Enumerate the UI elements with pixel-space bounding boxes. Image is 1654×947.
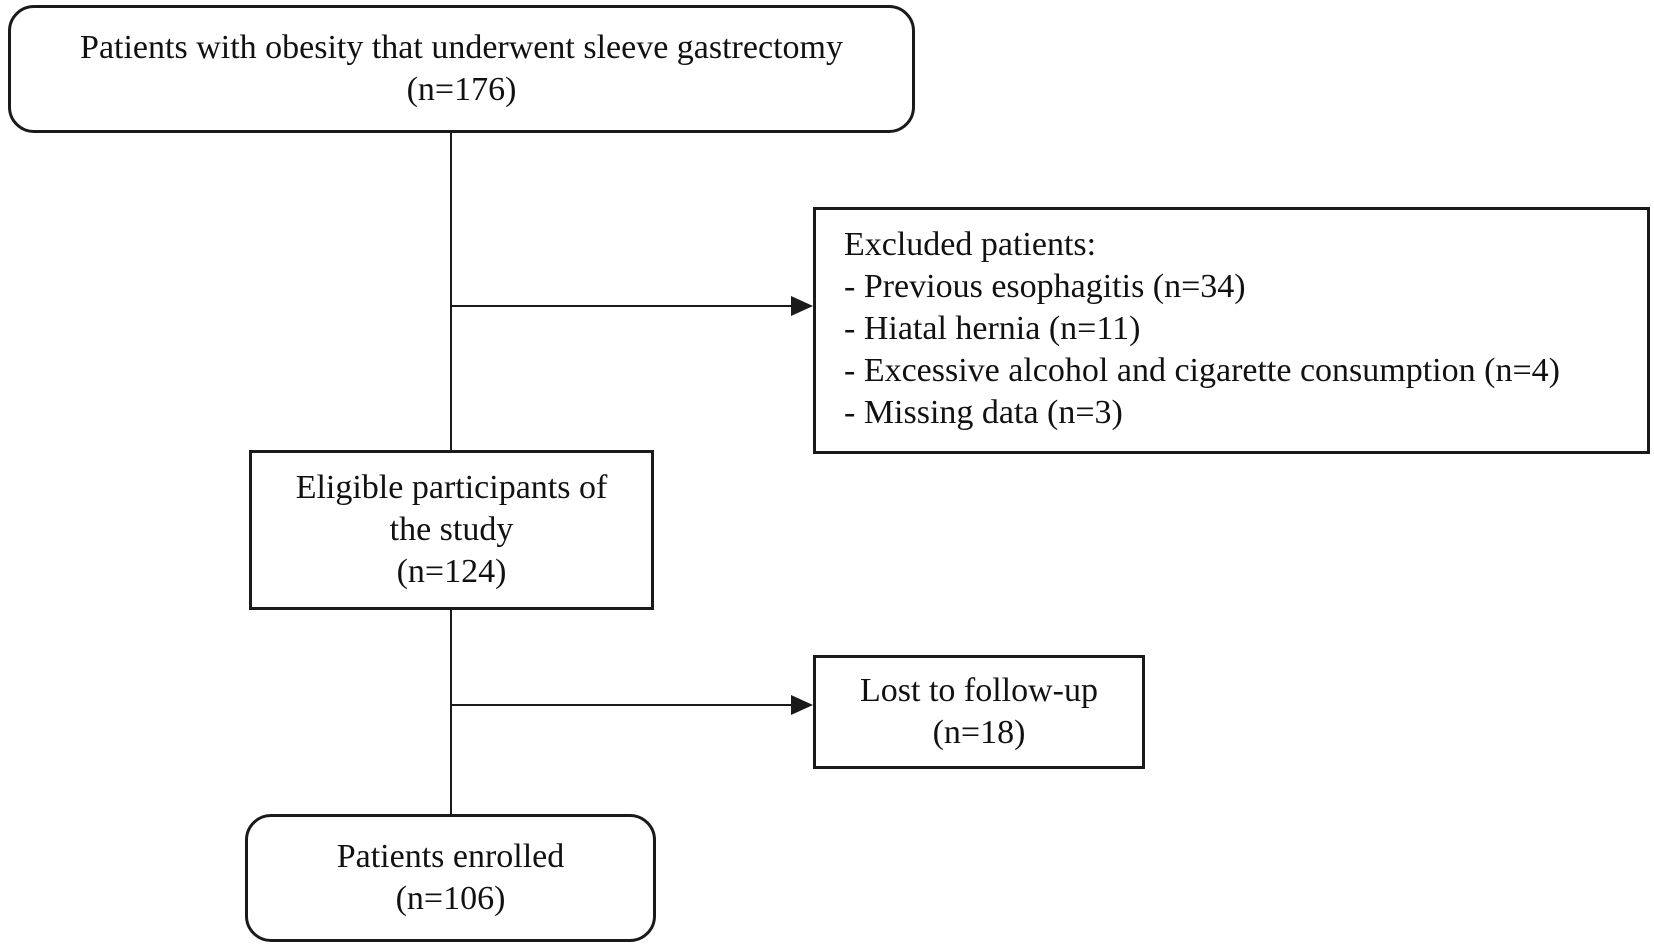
excluded-patients-box: Excluded patients: - Previous esophagiti… bbox=[813, 207, 1650, 454]
enrolled-count: (n=106) bbox=[395, 880, 506, 917]
arrowhead-excluded bbox=[791, 296, 813, 316]
initial-patients-box: Patients with obesity that underwent sle… bbox=[8, 5, 915, 133]
excluded-item: - Excessive alcohol and cigarette consum… bbox=[844, 352, 1560, 389]
eligible-count: (n=124) bbox=[396, 553, 507, 590]
initial-patients-label: Patients with obesity that underwent sle… bbox=[80, 29, 843, 66]
eligible-participants-box: Eligible participants of the study (n=12… bbox=[249, 450, 654, 610]
arrowhead-lost bbox=[791, 695, 813, 715]
excluded-heading: Excluded patients: bbox=[844, 226, 1097, 263]
excluded-item: - Previous esophagitis (n=34) bbox=[844, 268, 1246, 305]
lost-count: (n=18) bbox=[932, 714, 1026, 751]
enrolled-label: Patients enrolled bbox=[336, 838, 565, 875]
eligible-label-line1: Eligible participants of bbox=[295, 469, 608, 506]
lost-to-follow-up-box: Lost to follow-up (n=18) bbox=[813, 655, 1145, 769]
excluded-item: - Hiatal hernia (n=11) bbox=[844, 310, 1141, 347]
eligible-label-line2: the study bbox=[389, 511, 514, 548]
lost-label: Lost to follow-up bbox=[860, 672, 1098, 709]
excluded-item: - Missing data (n=3) bbox=[844, 394, 1123, 431]
initial-patients-count: (n=176) bbox=[406, 71, 517, 108]
patients-enrolled-box: Patients enrolled (n=106) bbox=[245, 814, 656, 942]
